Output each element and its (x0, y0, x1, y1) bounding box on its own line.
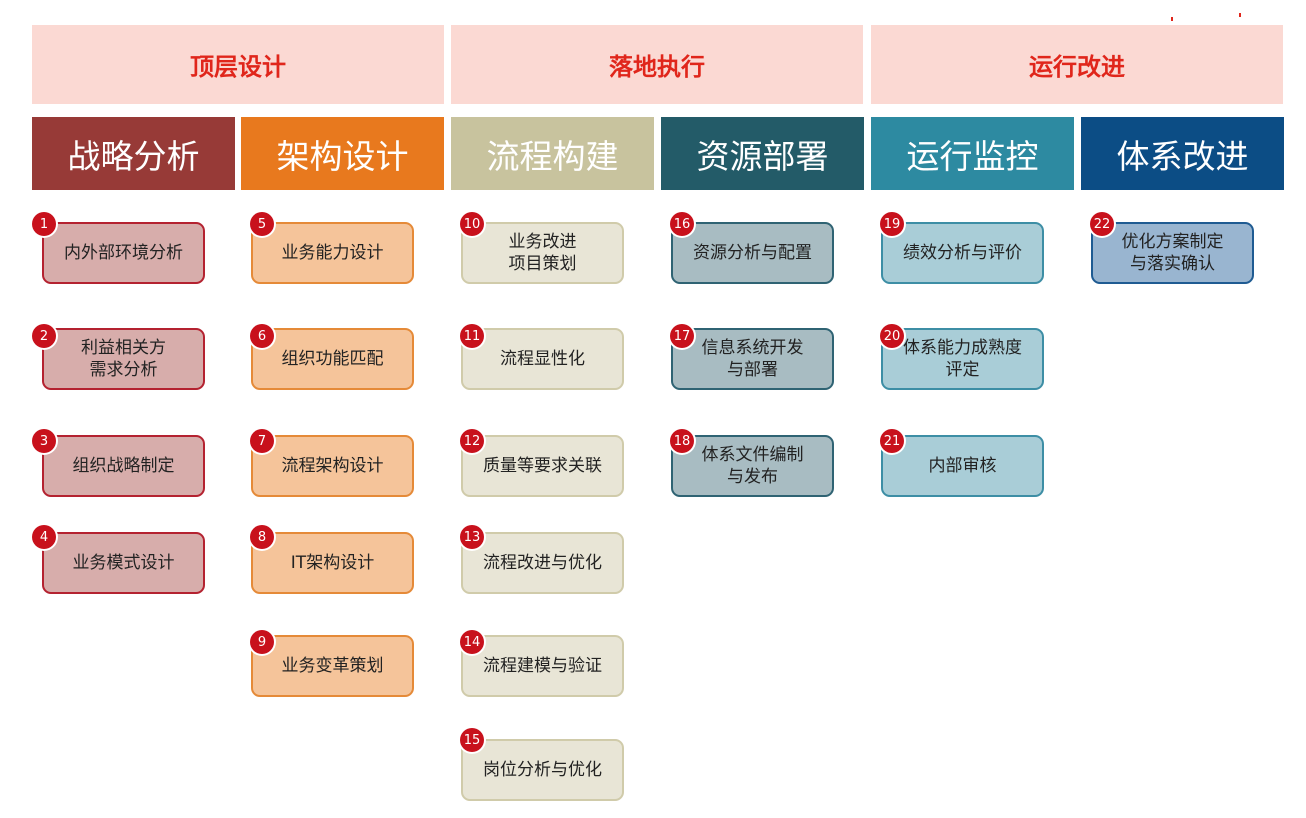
decorative-mark (1171, 17, 1173, 21)
phase-header-3: 运行改进 (871, 25, 1283, 104)
step-number-badge: 12 (460, 429, 484, 453)
process-node-22: 优化方案制定 与落实确认 (1091, 222, 1254, 284)
step-number-badge: 22 (1090, 212, 1114, 236)
step-number-badge: 20 (880, 324, 904, 348)
step-number-badge: 10 (460, 212, 484, 236)
phase-header-2: 落地执行 (451, 25, 863, 104)
process-node-3: 组织战略制定 (42, 435, 205, 497)
process-node-13: 流程改进与优化 (461, 532, 624, 594)
step-number-badge: 2 (32, 324, 56, 348)
process-node-14: 流程建模与验证 (461, 635, 624, 697)
column-header-6: 体系改进 (1081, 117, 1284, 190)
phase-header-1: 顶层设计 (32, 25, 444, 104)
process-node-5: 业务能力设计 (251, 222, 414, 284)
process-node-2: 利益相关方 需求分析 (42, 328, 205, 390)
step-number-badge: 16 (670, 212, 694, 236)
process-node-6: 组织功能匹配 (251, 328, 414, 390)
step-number-badge: 5 (250, 212, 274, 236)
column-header-2: 架构设计 (241, 117, 444, 190)
step-number-badge: 8 (250, 525, 274, 549)
step-number-badge: 17 (670, 324, 694, 348)
step-number-badge: 14 (460, 630, 484, 654)
step-number-badge: 15 (460, 728, 484, 752)
step-number-badge: 9 (250, 630, 274, 654)
process-node-16: 资源分析与配置 (671, 222, 834, 284)
process-node-1: 内外部环境分析 (42, 222, 205, 284)
process-node-17: 信息系统开发 与部署 (671, 328, 834, 390)
process-node-7: 流程架构设计 (251, 435, 414, 497)
process-node-8: IT架构设计 (251, 532, 414, 594)
decorative-mark (1239, 13, 1241, 17)
column-header-4: 资源部署 (661, 117, 864, 190)
step-number-badge: 1 (32, 212, 56, 236)
process-node-11: 流程显性化 (461, 328, 624, 390)
process-node-4: 业务模式设计 (42, 532, 205, 594)
step-number-badge: 6 (250, 324, 274, 348)
step-number-badge: 19 (880, 212, 904, 236)
step-number-badge: 7 (250, 429, 274, 453)
process-node-21: 内部审核 (881, 435, 1044, 497)
step-number-badge: 3 (32, 429, 56, 453)
process-node-10: 业务改进 项目策划 (461, 222, 624, 284)
process-node-20: 体系能力成熟度 评定 (881, 328, 1044, 390)
process-node-12: 质量等要求关联 (461, 435, 624, 497)
step-number-badge: 4 (32, 525, 56, 549)
column-header-5: 运行监控 (871, 117, 1074, 190)
step-number-badge: 11 (460, 324, 484, 348)
process-node-9: 业务变革策划 (251, 635, 414, 697)
process-node-19: 绩效分析与评价 (881, 222, 1044, 284)
process-node-18: 体系文件编制 与发布 (671, 435, 834, 497)
step-number-badge: 21 (880, 429, 904, 453)
step-number-badge: 18 (670, 429, 694, 453)
column-header-1: 战略分析 (32, 117, 235, 190)
column-header-3: 流程构建 (451, 117, 654, 190)
process-node-15: 岗位分析与优化 (461, 739, 624, 801)
step-number-badge: 13 (460, 525, 484, 549)
